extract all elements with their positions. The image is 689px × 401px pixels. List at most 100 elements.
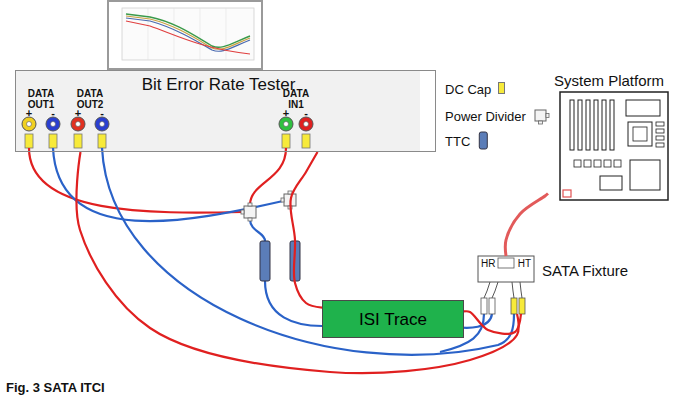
chart-grid (148, 8, 149, 60)
coax-cable (102, 148, 514, 355)
chip (584, 160, 591, 167)
fixture-connector (498, 258, 514, 268)
chart-curve (126, 18, 250, 51)
polarity-sign: - (48, 107, 58, 119)
chart-grid (174, 8, 175, 60)
power-divider (241, 210, 244, 214)
chip (574, 160, 581, 167)
coax-jack-pin (284, 122, 289, 127)
polarity-sign: - (97, 107, 107, 119)
dc-cap (49, 134, 57, 148)
coax-jack (22, 117, 36, 131)
expansion-slot (602, 100, 606, 150)
tester-body (15, 70, 420, 152)
legend-power-divider-icon (535, 110, 546, 121)
coax-cable (53, 148, 283, 221)
fixture-lead (484, 282, 490, 298)
chart-grid (226, 8, 227, 60)
fixture-port (519, 298, 525, 314)
chart-curve (126, 21, 250, 54)
chart-curve (126, 14, 250, 47)
dc-cap (74, 134, 82, 148)
power-divider (248, 203, 252, 206)
chart-plot (122, 8, 254, 60)
trace-name: ISI Trace (323, 310, 463, 330)
fixture-name: SATA Fixture (542, 262, 628, 279)
coax-jack-pin (304, 122, 309, 127)
coax-cable (265, 281, 322, 326)
fixture-port-label: HT (518, 258, 531, 269)
port-name: DATA OUT2 (72, 88, 108, 110)
port-name: DATA IN1 (278, 88, 314, 110)
dc-cap (302, 134, 310, 148)
legend-power-divider-icon (539, 121, 543, 124)
isi-trace-box: ISI Trace (322, 300, 464, 338)
memory-slot (656, 122, 664, 126)
legend-ttc-icon (479, 132, 487, 149)
legend-item: TTC (445, 132, 470, 150)
cpu-socket (628, 122, 652, 146)
coax-cable (464, 311, 521, 334)
fixture-lead (492, 282, 498, 298)
dc-cap (98, 134, 106, 148)
memory-slot (656, 143, 664, 147)
polarity-sign: + (281, 107, 291, 119)
fixture-lead (512, 282, 514, 298)
tester-title: Bit Error Rate Tester (16, 75, 421, 95)
coax-jack-pin (51, 122, 56, 127)
coax-cable (250, 219, 265, 241)
expansion-slot (586, 100, 590, 150)
motherboard (560, 92, 668, 200)
power-divider (281, 198, 284, 202)
platform-name: System Platform (554, 72, 664, 89)
chart-grid (200, 8, 201, 60)
power-divider (248, 218, 252, 221)
memory-slot (656, 129, 664, 133)
cpu-die (633, 127, 647, 141)
coax-jack (279, 117, 293, 131)
coax-jack (71, 117, 85, 131)
chip (614, 160, 621, 167)
dc-cap (282, 134, 290, 148)
legend-text: Power Divider (445, 109, 526, 124)
legend-text: DC Cap (445, 82, 491, 97)
chipset (600, 176, 622, 190)
board-area (630, 160, 660, 190)
chip (594, 160, 601, 167)
fixture-port (489, 298, 495, 314)
coax-cable (505, 194, 548, 257)
sata-fixture: HRHTSATA Fixture (478, 256, 534, 314)
coax-jack-pin (27, 122, 32, 127)
coax-jack (299, 117, 313, 131)
memory-slot (656, 136, 664, 140)
legend-item: DC Cap (445, 80, 491, 98)
ttc-tube (260, 241, 270, 281)
legend-power-divider-icon (546, 114, 549, 118)
chart-frame (108, 1, 262, 69)
figure-caption: Fig. 3 SATA ITCI (6, 380, 105, 395)
fixture-port-label: HR (481, 258, 495, 269)
coax-cable (250, 148, 286, 205)
fixture-board (478, 256, 534, 282)
polarity-sign: + (24, 107, 34, 119)
expansion-slot (570, 100, 574, 150)
polarity-sign: - (301, 107, 311, 119)
coax-cable (290, 152, 322, 308)
coax-jack (46, 117, 60, 131)
coax-cable (76, 152, 518, 373)
coax-jack (95, 117, 109, 131)
fixture-port (511, 298, 517, 314)
expansion-slot (578, 100, 582, 150)
legend-item: Power Divider (445, 107, 526, 125)
legend-swatch (498, 82, 505, 94)
coax-jack-pin (100, 122, 105, 127)
legend-text: TTC (445, 134, 470, 149)
expansion-slot (610, 100, 614, 150)
io-block (626, 100, 660, 116)
fixture-port (481, 298, 487, 314)
power-divider (244, 206, 256, 218)
system-platform: System Platform (548, 72, 683, 207)
